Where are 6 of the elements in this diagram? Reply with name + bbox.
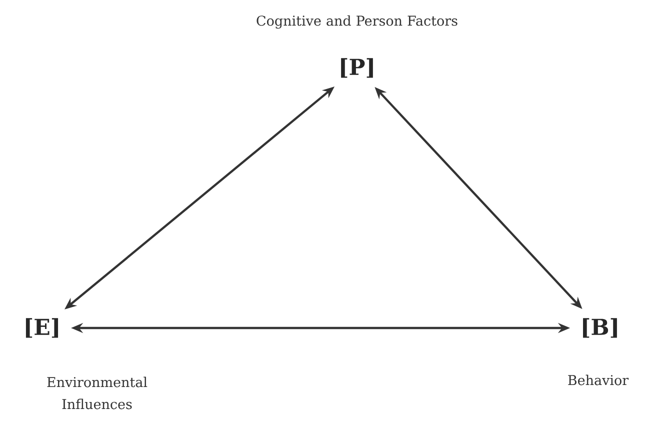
node-label: [E] [26, 318, 58, 338]
node-label: [P] [341, 58, 373, 78]
caption-text: Behavior [568, 374, 629, 386]
node-label: [B] [583, 318, 617, 338]
caption-text: Cognitive and Person Factors [256, 15, 458, 29]
caption-text: Environmental Influences [47, 376, 148, 410]
